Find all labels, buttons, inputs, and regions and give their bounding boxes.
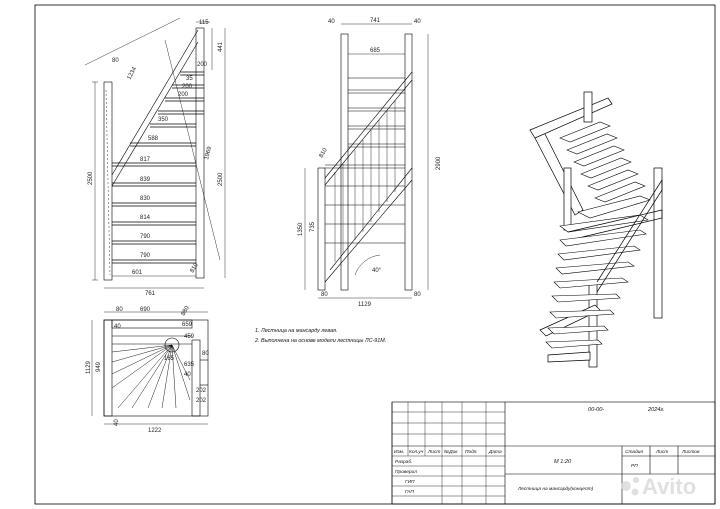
side-dim-left-1: 1350 [298, 222, 304, 236]
side-view-dims: 40 741 685 40 2900 810 1350 735 80 1129 … [298, 18, 442, 308]
front-dim-step-0: 350 [158, 117, 169, 123]
sheet-hdr: Лист [655, 449, 668, 455]
note-2: 2. Выполнена на основе модели лестницы Л… [254, 338, 386, 344]
side-dim-left-0: 810 [319, 147, 330, 159]
avito-logo-icon [621, 481, 631, 491]
hdr-doc: №Док. [444, 449, 459, 455]
front-view-dims: 115 200 441 35 200 200 350 588 817 839 8… [88, 20, 224, 297]
side-dim-top-3: 40 [414, 19, 421, 25]
front-dim-left-2: 2500 [88, 171, 94, 185]
plan-dim-right: 80 [202, 351, 209, 357]
side-dim-bottom-1: 1129 [358, 302, 372, 308]
plan-dim-left-0: 40 [114, 324, 121, 330]
scale-label: М 1:20 [554, 459, 572, 465]
front-dim-top-4: 200 [182, 84, 193, 90]
role-razrab: Разраб. [395, 459, 412, 465]
plan-dim-left-2: 949 [96, 361, 102, 372]
plan-dim-bottom-1: 1222 [148, 428, 162, 434]
plan-dim-inner-5: 202 [196, 398, 207, 404]
stage-hdr: Стадия [625, 449, 643, 455]
side-right-post [404, 33, 413, 291]
plan-dim-left-1: 1129 [86, 360, 92, 374]
front-dim-step-1: 588 [148, 136, 159, 142]
front-dim-left-0: 80 [112, 58, 119, 64]
plan-dim-inner-0: 659 [182, 322, 193, 328]
stage-value: РП [631, 463, 638, 469]
front-dim-left-1: 1234 [126, 66, 138, 81]
front-steps [112, 71, 204, 264]
plan-dim-top-1: 690 [140, 307, 151, 313]
side-dim-top-1: 741 [370, 18, 381, 24]
side-front-post [317, 167, 326, 291]
plan-view [91, 311, 209, 425]
front-view [84, 17, 226, 289]
plan-view-dims: 80 690 880 40 1129 949 659 459 635 40 20… [86, 305, 209, 434]
side-dim-top-2: 685 [370, 48, 381, 54]
hdr-izm: Изм. [394, 449, 404, 455]
hdr-data: Дата [488, 449, 502, 455]
side-dim-right-0: 2900 [436, 156, 442, 170]
doc-code: 00-00- [588, 407, 604, 413]
side-angle: 40° [372, 268, 382, 274]
front-dim-right-2: 810 [190, 262, 201, 274]
front-dim-step-8: 601 [132, 270, 143, 276]
front-dim-step-4: 830 [140, 196, 151, 202]
plan-dim-inner-2: 635 [184, 362, 195, 368]
front-dim-top-1: 200 [197, 62, 208, 68]
plan-dim-top-2: 880 [181, 305, 192, 317]
role-gip: ГИП [405, 479, 415, 485]
side-dim-bottom-2: 80 [414, 292, 421, 298]
front-dim-top-2: 441 [218, 41, 224, 52]
front-dim-step-3: 839 [140, 177, 151, 183]
hdr-koluch: Кол.уч [409, 449, 424, 455]
avito-watermark: Avito [621, 474, 696, 499]
front-dim-step-7: 790 [140, 253, 151, 259]
side-dim-bottom-0: 80 [321, 292, 328, 298]
sheets-hdr: Листов [681, 449, 700, 455]
hdr-list: Лист [427, 449, 440, 455]
front-dim-top-5: 200 [178, 92, 189, 98]
front-right-post [195, 27, 205, 279]
front-dim-top-3: 35 [186, 76, 193, 82]
front-dim-step-2: 817 [140, 157, 151, 163]
note-1: 1. Лестница на мансарду левая. [255, 328, 337, 334]
drawing-title: Лестница на мансарду(концепт) [517, 486, 594, 492]
front-dim-step-5: 814 [140, 215, 151, 221]
role-proveril: Проверил [395, 469, 417, 475]
plan-dim-bottom-0: 40 [114, 419, 120, 426]
sheet-frame [34, 4, 716, 505]
side-dim-top-0: 40 [328, 19, 335, 25]
plan-dim-inner-1: 459 [184, 334, 195, 340]
front-dim-right-1: 2500 [218, 172, 224, 186]
front-left-post [103, 81, 113, 281]
doc-year: 2024г. [647, 407, 665, 413]
avito-wordmark: Avito [642, 474, 696, 499]
role-gap: ГАП [405, 489, 414, 495]
front-dim-right-0: 1969 [204, 145, 213, 160]
plan-dim-inner-4: 202 [196, 388, 207, 394]
side-view [304, 23, 429, 299]
side-dim-left-2: 735 [310, 221, 316, 232]
plan-dim-inner-6: 165 [164, 356, 175, 362]
front-dim-step-6: 790 [140, 234, 151, 240]
front-dim-top-0: 115 [199, 20, 209, 26]
plan-dim-inner-3: 40 [184, 372, 191, 378]
isometric-view [529, 91, 663, 368]
plan-dim-top-0: 80 [116, 307, 123, 313]
side-left-post [340, 33, 349, 291]
title-block-text: 00-00- 2024г. Изм. Кол.уч Лист №Док. Под… [394, 407, 700, 495]
hdr-podp: Подп. [465, 449, 478, 455]
title-block [391, 401, 716, 505]
front-dim-bottom: 761 [145, 291, 156, 297]
